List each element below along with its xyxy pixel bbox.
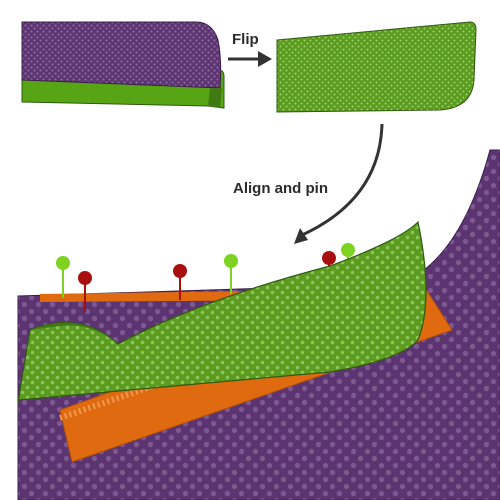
sewing-pin-icon [78, 271, 92, 312]
align-and-pin-label: Align and pin [233, 180, 328, 197]
sewing-pin-icon [56, 256, 70, 298]
flip-label: Flip [232, 31, 259, 48]
piece-after-flip [276, 21, 477, 113]
piece-before-flip [21, 21, 225, 109]
purple-fabric-top [21, 21, 222, 89]
lining-fold [208, 88, 222, 108]
curved-arrow-down-icon [294, 123, 384, 244]
sewing-pin-icon [173, 264, 187, 300]
arrow-right-icon [228, 51, 272, 67]
green-flipped-fabric [276, 21, 477, 113]
sewing-pin-icon [224, 254, 238, 294]
